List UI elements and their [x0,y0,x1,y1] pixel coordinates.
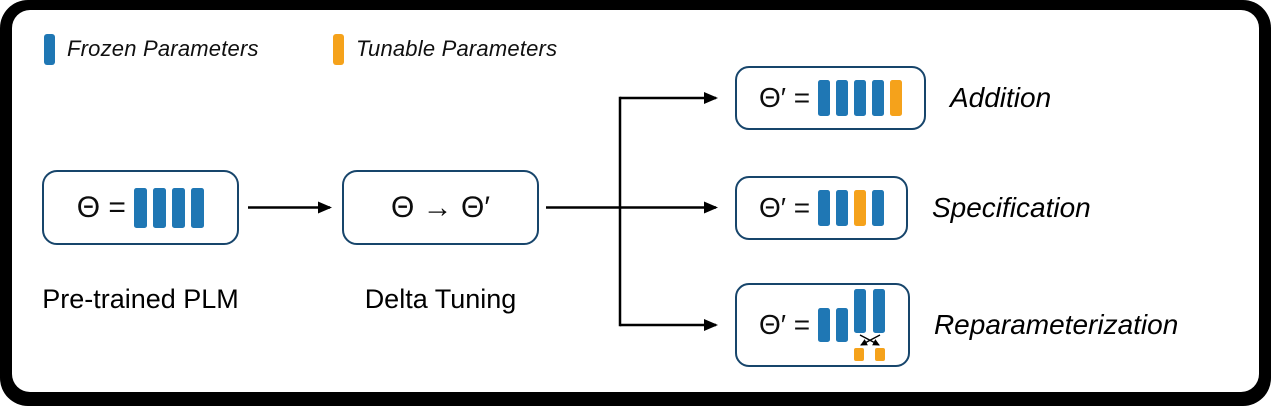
tunable-parameter-bar [889,80,902,116]
frozen-parameter-bar [153,187,167,228]
frozen-parameter-bar [853,80,866,116]
specification-label: Specification [931,192,1091,223]
legend-item-frozen: Frozen Parameters [44,32,259,66]
low-rank-decomposition [854,289,886,361]
reparameterization-node: Θ′ = [735,283,910,367]
tunable-parameter-bar [854,348,865,361]
frozen-parameter-bar [817,80,830,116]
frozen-parameter-bar [835,80,848,116]
frozen-parameter-bar [871,80,884,116]
specification-parameter-bars [817,190,884,226]
tunable-parameter-bar [853,190,866,226]
specification-equation: Θ′ = [759,192,818,223]
addition-label: Addition [949,82,1052,113]
frozen-parameter-bar [835,308,848,342]
pretrained-equation: Θ = [76,190,135,224]
pretrained-plm-label-wrap: Pre-trained PLM [0,284,281,315]
delta-tuning-label-wrap: Delta Tuning [300,284,581,315]
delta-tuning-node: Θ → Θ′ [342,170,539,245]
low-rank-tunable-bars [854,348,886,361]
frozen-parameter-bar [871,190,884,226]
tunable-parameter-bar [875,348,886,361]
legend-label-frozen: Frozen Parameters [67,36,259,61]
frozen-parameter-bar [835,190,848,226]
frozen-parameter-bar [191,187,205,228]
reparameterization-label: Reparameterization [933,309,1179,340]
frozen-parameter-bar [134,187,148,228]
frozen-parameter-swatch [44,33,55,65]
decomposed-parameter-bars [854,289,886,333]
decomposition-arrows-icon [859,334,881,346]
specification-branch: Θ′ = Specification [735,176,1091,240]
frozen-parameter-bar [172,187,186,228]
addition-equation: Θ′ = [759,82,818,113]
legend-item-tunable: Tunable Parameters [333,32,557,66]
addition-parameter-bars [817,80,902,116]
pretrained-plm-label: Pre-trained PLM [42,284,239,314]
addition-branch: Θ′ = Addition [735,66,1051,130]
frozen-parameter-bar [817,190,830,226]
reparameterization-equation: Θ′ = [759,309,818,340]
frozen-parameter-bar [873,289,886,333]
reparameterization-parameter-bars [817,308,848,342]
specification-node: Θ′ = [735,176,908,240]
frozen-parameter-bar [817,308,830,342]
addition-node: Θ′ = [735,66,926,130]
reparameterization-branch: Θ′ = Reparameterization [735,283,1178,367]
legend-label-tunable: Tunable Parameters [356,36,558,61]
delta-tuning-label: Delta Tuning [364,284,517,314]
pretrained-plm-node: Θ = [42,170,239,245]
delta-tuning-equation: Θ → Θ′ [391,190,490,224]
pretrained-parameter-bars [134,187,205,228]
tunable-parameter-swatch [333,33,344,65]
frozen-parameter-bar [854,289,867,333]
